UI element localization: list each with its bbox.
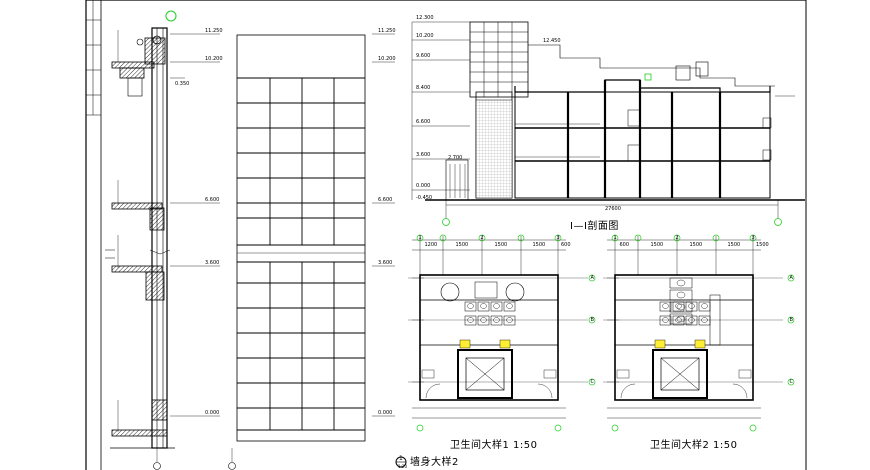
section-level-6: 3.600 <box>416 152 431 158</box>
plan1-dim-3: 1500 <box>494 242 508 248</box>
plan1-dim-2: 1500 <box>455 242 469 248</box>
elev-level-2: 6.600 <box>378 197 393 203</box>
section-drawing <box>411 21 805 226</box>
plan1-dim-4: 1500 <box>532 242 546 248</box>
plan2-dim-3: 1500 <box>689 242 703 248</box>
plan2-grid-row-2: B <box>789 316 793 323</box>
plan1-grid-col-1: 1 <box>418 234 422 241</box>
wall-detail-caption: 墙身大样2 <box>410 457 459 468</box>
section-caption: I—I剖面图 <box>570 221 619 232</box>
plan2-dim-1: 600 <box>619 242 630 248</box>
elev-level-roof: 10.200 <box>378 56 396 62</box>
plan-1 <box>408 234 596 432</box>
curtain-wall-elevation <box>236 34 366 442</box>
wall-detail-level-top: 11.250 <box>205 28 223 34</box>
callout-marker <box>165 10 177 22</box>
section-level-5: 6.600 <box>416 119 431 125</box>
elev-level-1: 3.600 <box>378 260 393 266</box>
plan2-grid-row-3: C <box>789 378 794 385</box>
wall-detail-small-mark-1: 0.350 <box>175 81 190 87</box>
plan2-dim-5: 1500 <box>756 242 769 248</box>
wall-detail-drawing <box>105 27 236 470</box>
plan2-grid-col-2: 2 <box>675 234 679 241</box>
elev-level-top: 11.250 <box>378 28 396 34</box>
section-level-4: 8.400 <box>416 85 431 91</box>
section-roof-label: 12.450 <box>543 38 561 44</box>
section-level-3: 9.600 <box>416 53 431 59</box>
wall-detail-scale: 1:20 <box>398 464 407 469</box>
plan2-grid-col-3: 3 <box>751 234 755 241</box>
section-overall-dimension: 27600 <box>605 206 621 212</box>
wall-detail-level-1: 3.600 <box>205 260 220 266</box>
sheet-frame <box>85 0 807 470</box>
bathroom-plans <box>408 234 795 432</box>
plan1-grid-row-3: C <box>590 378 595 385</box>
plan2-dim-4: 1500 <box>727 242 741 248</box>
plan1-dim-5: 600 <box>561 242 571 248</box>
plan2-dim-2: 1500 <box>650 242 664 248</box>
section-level-7: 2.700 <box>448 155 463 161</box>
plan1-caption: 卫生间大样1 1:50 <box>450 440 538 451</box>
section-level-1: 12.300 <box>416 15 434 21</box>
plan1-grid-row-2: B <box>590 316 594 323</box>
plan2-grid-row-1: A <box>789 274 793 281</box>
elevation-leaders-right <box>372 33 395 417</box>
plan1-dim-1: 1200 <box>424 242 438 248</box>
plan1-grid-row-1: A <box>590 274 594 281</box>
plan2-grid-col-1: 1 <box>613 234 617 241</box>
section-level-8: 0.000 <box>416 183 431 189</box>
section-level-2: 10.200 <box>416 33 434 39</box>
plan1-grid-col-2: 2 <box>480 234 484 241</box>
wall-detail-number: 1 <box>399 455 403 462</box>
section-level-9: -0.450 <box>416 195 433 201</box>
wall-detail-level-0: 0.000 <box>205 410 220 416</box>
wall-detail-level-2: 6.600 <box>205 197 220 203</box>
section-marker <box>644 73 652 81</box>
plan-2 <box>603 234 795 432</box>
wall-detail-level-roof: 10.200 <box>205 56 223 62</box>
elev-level-0: 0.000 <box>378 410 393 416</box>
plan2-caption: 卫生间大样2 1:50 <box>650 440 738 451</box>
plan1-grid-col-3: 3 <box>556 234 560 241</box>
